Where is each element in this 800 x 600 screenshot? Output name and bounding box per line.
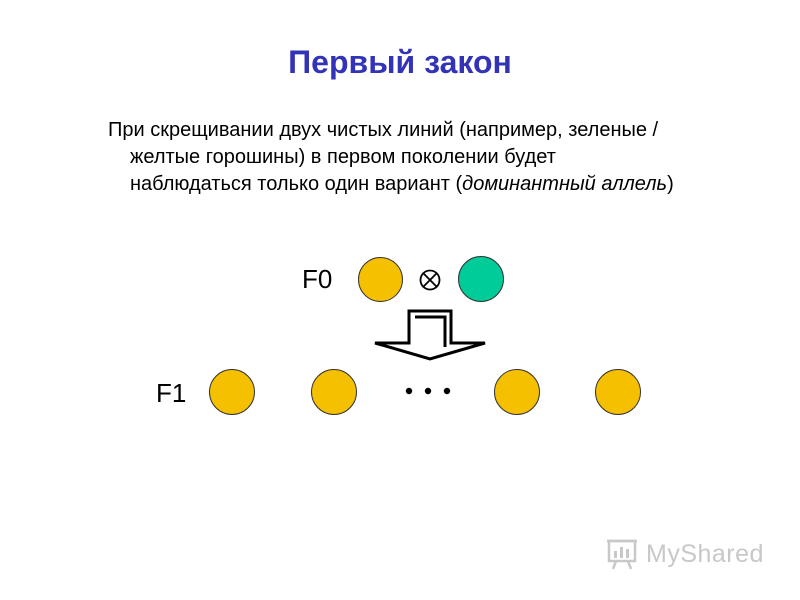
description-line-2: желтые горошины) в первом поколении буде… (130, 146, 556, 168)
myshared-logo-icon (607, 539, 637, 570)
f1-yellow-pea-3 (494, 369, 540, 415)
ellipsis-icon (405, 387, 451, 395)
dominant-allele-term: доминантный аллель (462, 173, 668, 195)
description-line-3-close: ) (667, 173, 674, 195)
down-arrow-icon (374, 309, 486, 361)
f1-yellow-pea-1 (209, 369, 255, 415)
description-line-3-text: наблюдаться только один вариант ( (130, 173, 463, 195)
cross-symbol-icon (419, 269, 441, 291)
f1-yellow-pea-4 (595, 369, 641, 415)
myshared-watermark: MyShared (606, 536, 776, 572)
f1-yellow-pea-2 (311, 369, 357, 415)
description-line-3: наблюдаться только один вариант (доминан… (108, 171, 768, 198)
f1-label: F1 (156, 378, 187, 408)
slide-description: При скрещивании двух чистых линий (напри… (108, 117, 768, 198)
description-line-1: При скрещивании двух чистых линий (напри… (108, 119, 659, 141)
f0-green-pea (458, 256, 504, 302)
f0-yellow-pea (358, 257, 403, 302)
f0-label: F0 (302, 264, 333, 294)
watermark-text: MyShared (646, 539, 764, 568)
slide-title: Первый закон (288, 44, 512, 80)
